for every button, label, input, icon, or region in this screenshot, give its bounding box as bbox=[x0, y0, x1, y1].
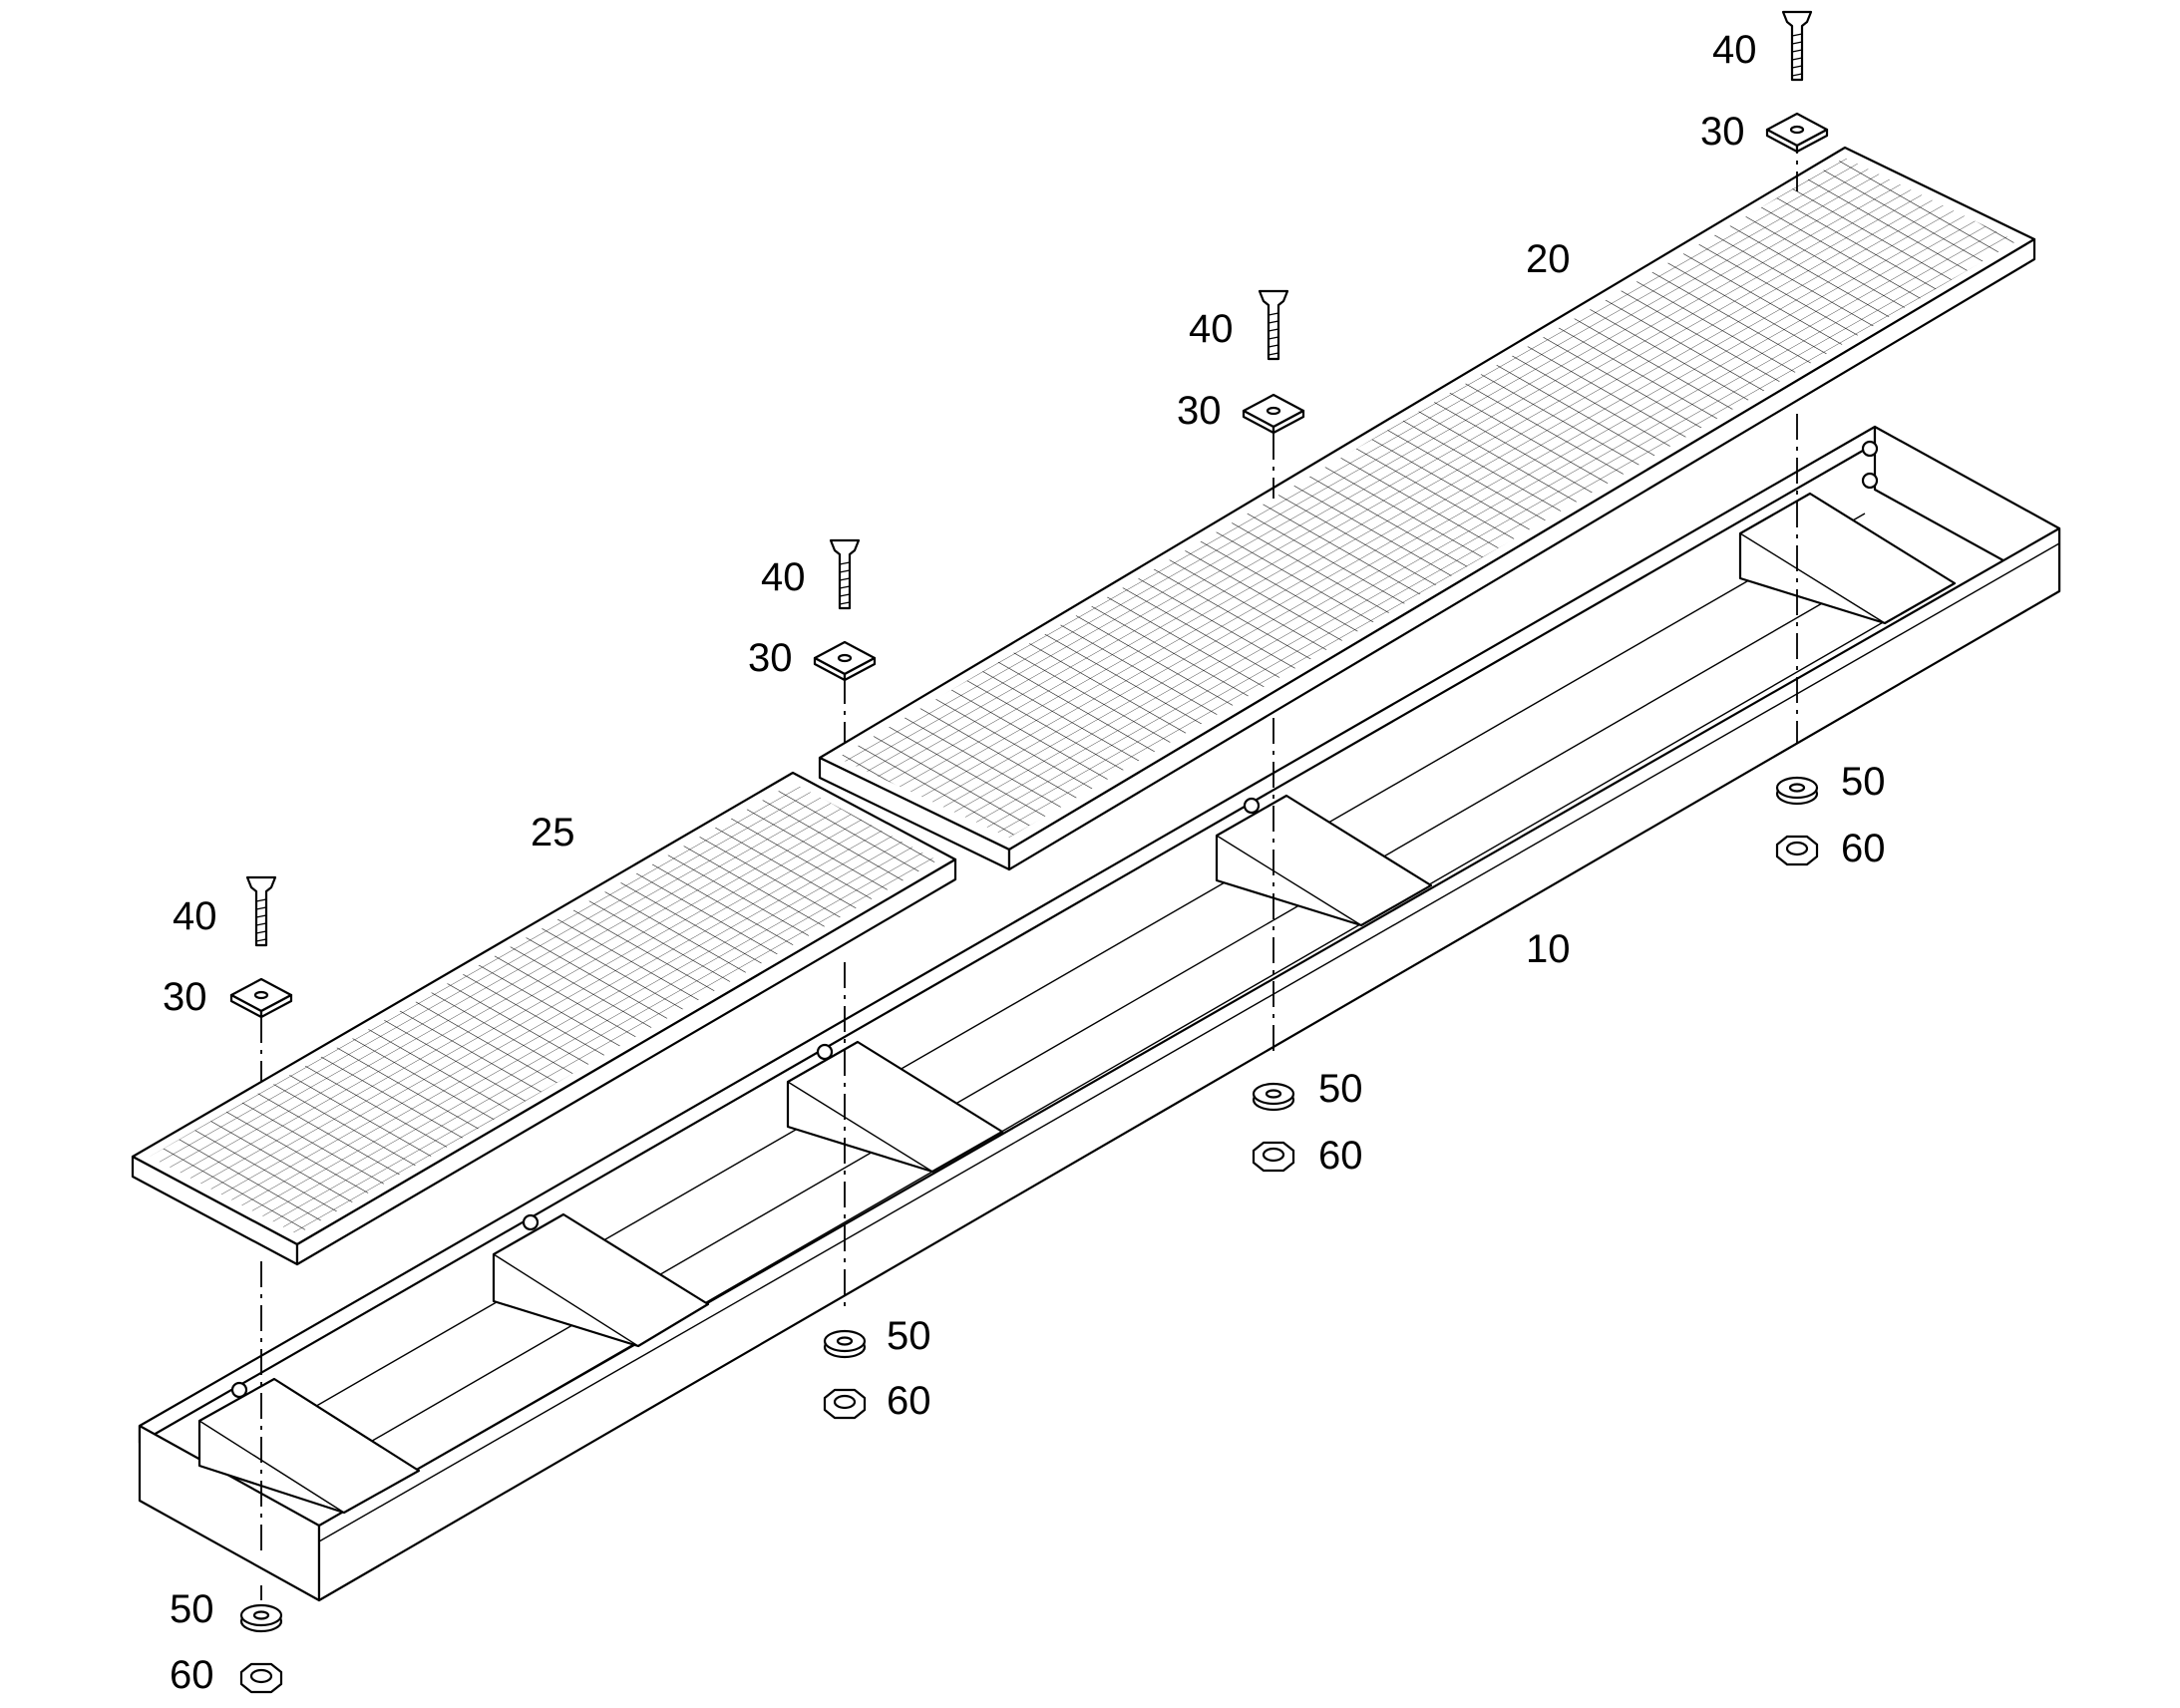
frame-back-rail bbox=[138, 425, 1877, 1445]
frame-front-rail-edge bbox=[318, 542, 2060, 1542]
callout-bolt: 40 bbox=[1712, 28, 1757, 72]
round-washer-icon bbox=[1252, 1082, 1295, 1112]
bolt-icon bbox=[1781, 10, 1813, 82]
callout-washer-round: 50 bbox=[170, 1587, 214, 1631]
callout-grating-short: 25 bbox=[531, 811, 575, 854]
frame-bracket bbox=[492, 1212, 710, 1348]
callout-bolt: 40 bbox=[761, 555, 806, 599]
callout-washer-square: 30 bbox=[163, 975, 207, 1019]
bolt-icon bbox=[1258, 289, 1289, 361]
frame-bolt-head bbox=[230, 1381, 248, 1399]
callout-bolt: 40 bbox=[173, 894, 217, 938]
callout-washer-round: 50 bbox=[1841, 760, 1886, 804]
callout-frame: 10 bbox=[1526, 927, 1571, 971]
frame-bolt-head bbox=[1243, 797, 1261, 815]
square-washer-icon bbox=[1242, 393, 1305, 435]
callout-washer-round: 50 bbox=[1318, 1067, 1363, 1111]
bolt-icon bbox=[829, 538, 861, 610]
frame-bolt-head bbox=[1861, 440, 1879, 458]
callout-washer-square: 30 bbox=[748, 636, 793, 680]
frame-assembly bbox=[138, 425, 2061, 1602]
round-washer-icon bbox=[1775, 776, 1819, 806]
callout-bolt: 40 bbox=[1189, 307, 1234, 351]
callout-washer-round: 50 bbox=[887, 1314, 931, 1358]
callout-nut: 60 bbox=[170, 1653, 214, 1697]
frame-bolt-head bbox=[816, 1043, 834, 1061]
hex-nut-icon bbox=[239, 1662, 283, 1694]
frame-bolt-head bbox=[1861, 472, 1879, 490]
square-washer-icon bbox=[229, 977, 293, 1019]
callout-washer-square: 30 bbox=[1177, 389, 1222, 433]
round-washer-icon bbox=[239, 1603, 283, 1633]
hex-nut-icon bbox=[1775, 835, 1819, 866]
frame-bracket bbox=[786, 1040, 1004, 1174]
callout-washer-square: 30 bbox=[1700, 110, 1745, 154]
hex-nut-icon bbox=[823, 1388, 867, 1420]
frame-bracket bbox=[1215, 794, 1433, 927]
hex-nut-icon bbox=[1252, 1141, 1295, 1173]
frame-front-rail bbox=[317, 526, 2061, 1602]
bolt-icon bbox=[245, 875, 277, 947]
callout-nut: 60 bbox=[1318, 1134, 1363, 1178]
frame-bolt-head bbox=[522, 1213, 540, 1231]
grating-panel-long bbox=[818, 146, 2036, 871]
callout-nut: 60 bbox=[887, 1379, 931, 1423]
round-washer-icon bbox=[823, 1329, 867, 1359]
callout-nut: 60 bbox=[1841, 827, 1886, 870]
square-washer-icon bbox=[1765, 112, 1829, 154]
grating-panel-short bbox=[131, 771, 957, 1266]
square-washer-icon bbox=[813, 640, 877, 682]
frame-bracket bbox=[1738, 492, 1957, 625]
callout-grating-long: 20 bbox=[1526, 237, 1571, 281]
